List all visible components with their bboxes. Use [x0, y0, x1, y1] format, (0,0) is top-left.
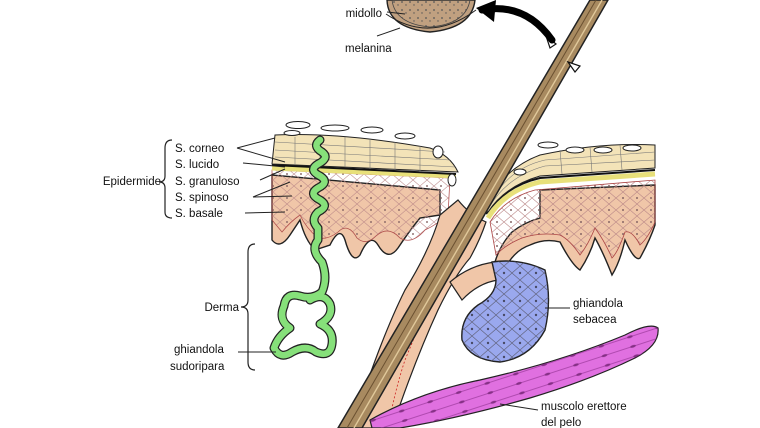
- label-epidermide: Epidermide: [103, 176, 161, 188]
- flaking-scales-right: [513, 141, 642, 176]
- sweat-gland: [269, 135, 337, 360]
- hair-cross-section: [385, 0, 477, 33]
- epidermis-right: [483, 141, 656, 277]
- label-ghiandola-sudoripara-line1: ghiandola: [174, 344, 224, 356]
- label-s-corneo: S. corneo: [175, 143, 224, 155]
- label-midollo: midollo: [346, 8, 382, 20]
- label-ghiandola-sebacea-line1: ghiandola: [573, 298, 623, 310]
- derma-brace: [240, 243, 256, 371]
- label-derma: Derma: [204, 302, 239, 314]
- label-s-basale: S. basale: [175, 208, 223, 220]
- hair-shaft: [337, 0, 609, 428]
- flaking-scales-left: [283, 121, 457, 187]
- label-s-spinoso: S. spinoso: [175, 192, 229, 204]
- label-muscolo-line2: del pelo: [541, 417, 581, 428]
- labels: midollo melanina S. corneo S. lucido Epi…: [103, 8, 627, 428]
- label-melanina: melanina: [345, 43, 392, 55]
- label-ghiandola-sudoripara-line2: sudoripara: [170, 361, 225, 373]
- label-muscolo-line1: muscolo erettore: [541, 401, 627, 413]
- stratum-spinosum-left: [271, 169, 451, 242]
- stratum-spinosum-right: [489, 179, 656, 259]
- stratum-granulosum-right: [485, 171, 656, 220]
- stratum-granulosum-left: [271, 165, 457, 179]
- epidermide-brace: [158, 139, 173, 219]
- label-s-granuloso: S. granuloso: [175, 176, 240, 188]
- leader-lines: [236, 11, 570, 411]
- epidermis-left: [271, 121, 459, 259]
- label-s-lucido: S. lucido: [175, 159, 219, 171]
- label-ghiandola-sebacea-line2: sebacea: [573, 314, 617, 326]
